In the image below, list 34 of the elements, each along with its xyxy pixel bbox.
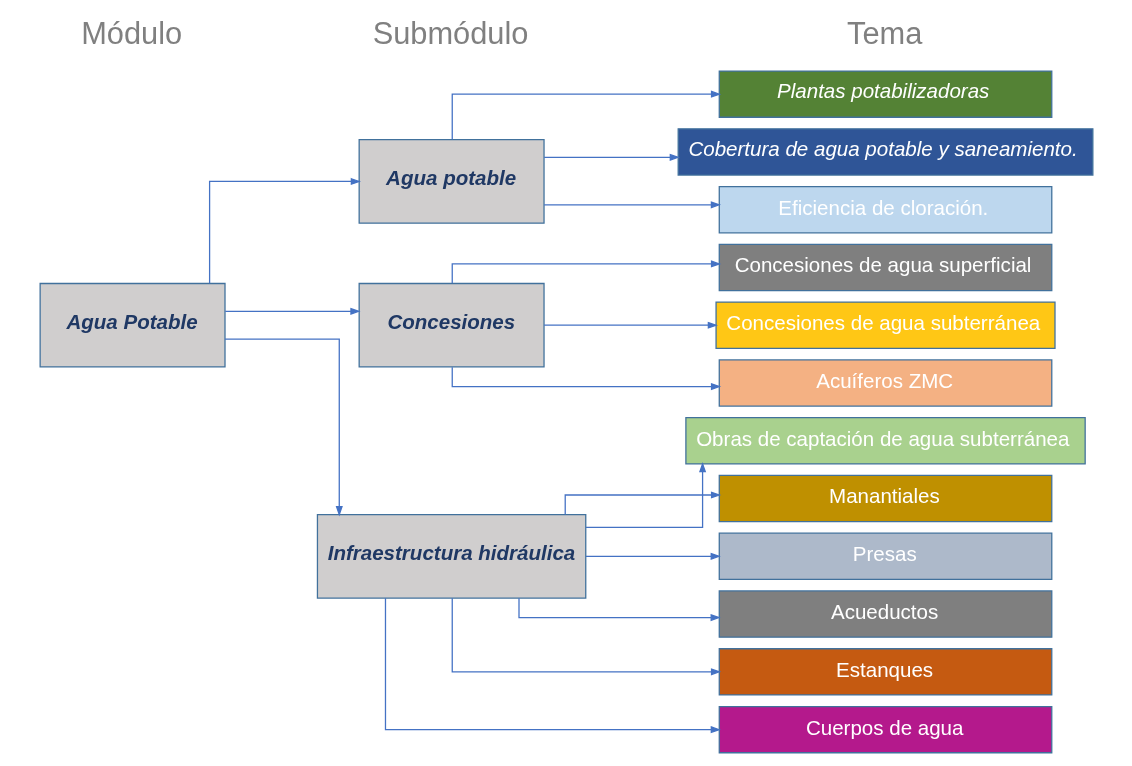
node-box: Plantas potabilizadoras (718, 70, 1052, 118)
node-box: Acuíferos ZMC (718, 359, 1052, 407)
arrow (564, 491, 721, 516)
node-box: Estanques (718, 648, 1052, 696)
label: Módulo (80, 16, 182, 52)
node-box: Agua Potable (39, 282, 226, 368)
arrow (451, 366, 721, 391)
arrow (208, 177, 361, 284)
arrow (223, 338, 343, 517)
node-box: Agua potable (358, 139, 545, 224)
node-box: Obras de captación de agua subterránea (684, 417, 1086, 465)
node-box: Cuerpos de agua (718, 705, 1052, 754)
node-box: Concesiones (358, 282, 545, 368)
node-box: Concesiones de agua superficial (718, 243, 1052, 292)
arrow (584, 552, 721, 560)
label: Submódulo (372, 16, 528, 52)
arrow (543, 153, 680, 161)
node-box: Manantiales (718, 474, 1052, 523)
arrow (517, 597, 721, 622)
arrow (543, 201, 721, 209)
node-box: Infraestructura hidráulica (316, 513, 586, 599)
arrow (451, 90, 721, 140)
label: Tema (846, 16, 922, 52)
node-box: Concesiones de agua subterránea (714, 301, 1056, 349)
arrow (224, 307, 361, 315)
arrow (451, 597, 721, 676)
arrow (384, 597, 721, 734)
arrow (584, 462, 706, 529)
node-box: Cobertura de agua potable y saneamiento. (677, 128, 1093, 176)
node-box: Acueductos (718, 590, 1052, 638)
node-box: Eficiencia de cloración. (718, 185, 1052, 234)
arrow (451, 260, 721, 284)
arrow (543, 321, 718, 329)
node-box: Presas (718, 532, 1052, 581)
